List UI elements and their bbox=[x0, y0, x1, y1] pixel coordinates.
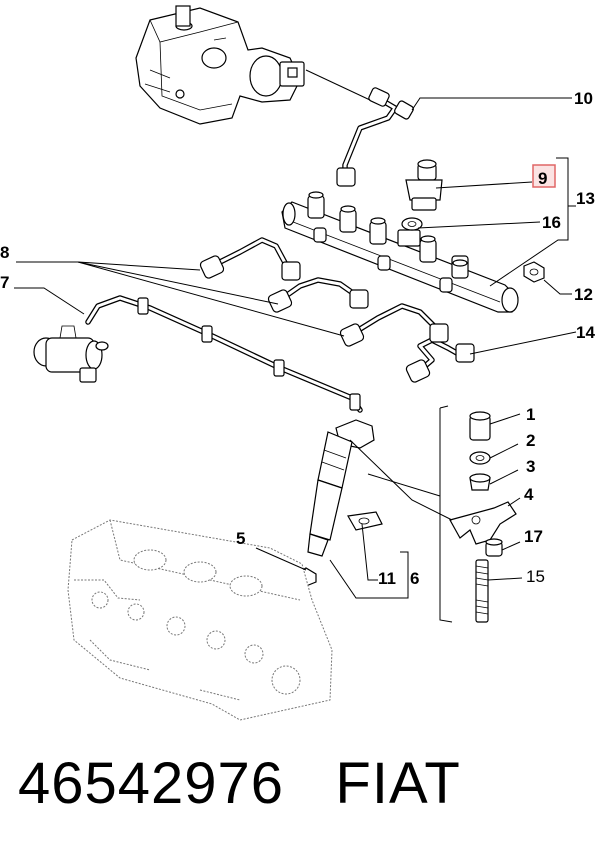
return-valve bbox=[33, 325, 109, 383]
part-number-caption: 46542976 FIAT bbox=[18, 750, 461, 817]
injector bbox=[307, 419, 375, 557]
callout-17: 17 bbox=[524, 527, 543, 546]
pressure-sensor bbox=[405, 159, 443, 211]
callout-4: 4 bbox=[524, 485, 534, 504]
callout-2: 2 bbox=[526, 431, 535, 450]
mounting-hardware bbox=[439, 405, 517, 623]
nut bbox=[523, 261, 545, 283]
fuel-rail bbox=[281, 191, 519, 313]
callout-10: 10 bbox=[574, 89, 593, 108]
callout-16: 16 bbox=[542, 213, 561, 232]
injector-pipes bbox=[199, 237, 475, 383]
rail-outlet-bosses bbox=[307, 191, 469, 279]
callout-6: 6 bbox=[410, 569, 419, 588]
callout-14: 14 bbox=[576, 323, 595, 342]
high-pressure-pump bbox=[135, 5, 305, 125]
callout-8: 8 bbox=[0, 243, 9, 262]
callout-3: 3 bbox=[526, 457, 535, 476]
callout-13: 13 bbox=[576, 189, 595, 208]
callout-labels: 10 9 13 16 12 8 7 14 1 2 3 4 17 15 5 11 … bbox=[0, 89, 595, 588]
callout-15: 15 bbox=[526, 567, 545, 586]
callout-7: 7 bbox=[0, 273, 9, 292]
callout-9: 9 bbox=[538, 169, 547, 188]
part-number: 46542976 bbox=[18, 751, 285, 816]
pipe-10 bbox=[336, 87, 414, 187]
callout-12: 12 bbox=[574, 285, 593, 304]
cylinder-head bbox=[67, 519, 333, 721]
washer bbox=[401, 217, 423, 231]
highlight-box-9 bbox=[532, 164, 556, 188]
callout-1: 1 bbox=[526, 405, 535, 424]
callout-5: 5 bbox=[236, 529, 245, 548]
brand-name: FIAT bbox=[335, 751, 461, 816]
return-line bbox=[85, 295, 363, 413]
leader-lines bbox=[14, 69, 577, 599]
clamp bbox=[347, 511, 383, 531]
callout-11: 11 bbox=[378, 569, 396, 588]
